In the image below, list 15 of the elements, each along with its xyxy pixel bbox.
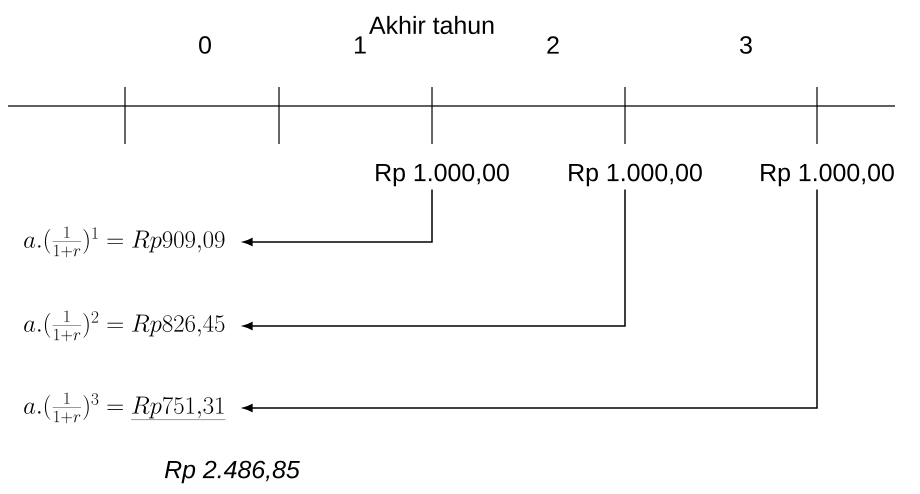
amount-text: Rp 1.000,00 [761, 164, 894, 186]
formula: $a.(\frac{1}{1+r})^{2} = Rp826{,}45$ [24, 310, 224, 342]
formula: $a.(\frac{1}{1+r})^{3} = \underline{Rp751{,}31}$ [24, 392, 226, 424]
year-label: 3 [740, 36, 752, 54]
formula: $a.(\frac{1}{1+r})^{1} = Rp909{,}09$ [24, 226, 224, 258]
amount-text: Rp 1.000,00 [376, 164, 509, 186]
year-label: 2 [547, 36, 559, 54]
arrow [242, 189, 818, 412]
arrow [242, 189, 626, 330]
arrow [242, 189, 433, 246]
year-label: 0 [199, 36, 211, 54]
total-label: Rp 2.486,85 [164, 460, 300, 484]
amount-text: Rp 1.000,00 [569, 164, 702, 186]
axis-title: Akhir tahun [369, 16, 494, 34]
year-label: 1 [354, 36, 366, 54]
